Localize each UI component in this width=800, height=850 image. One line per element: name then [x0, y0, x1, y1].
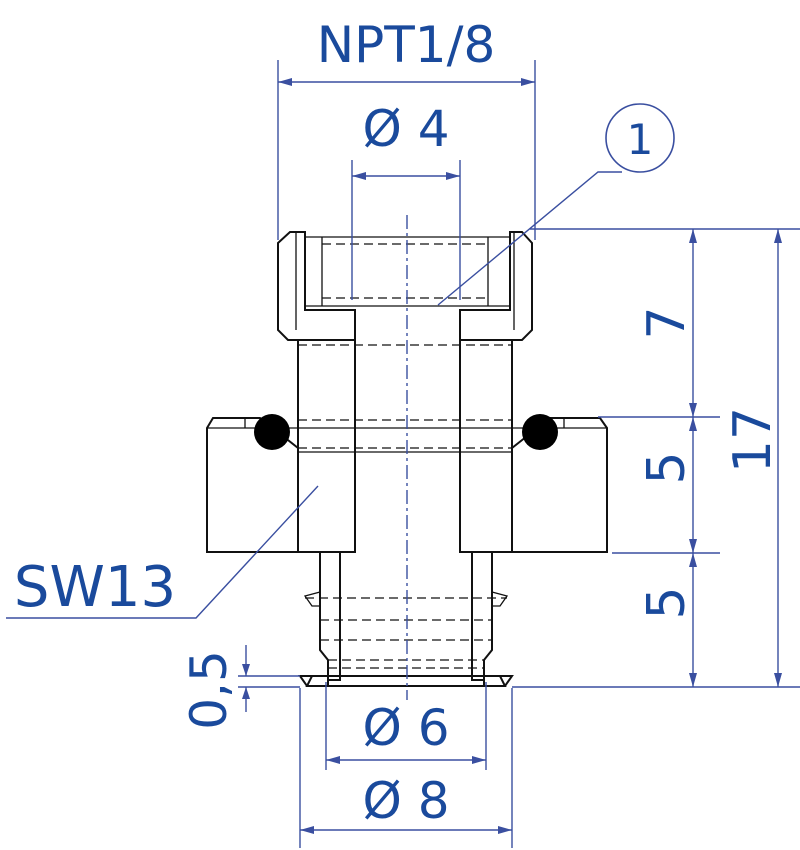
- label-npt-thread: NPT1/8: [317, 16, 496, 74]
- label-height-upper: 7: [637, 306, 697, 339]
- label-lip-thickness: 0,5: [180, 650, 238, 730]
- label-diameter-6: Ø 6: [362, 699, 449, 757]
- head-left-wall: [277, 231, 356, 341]
- label-wrench-size: SW13: [14, 555, 176, 620]
- item-callout-number: 1: [627, 115, 654, 164]
- dimensions: NPT1/8 Ø 4 1 SW13 7 5 5 17 0,5: [6, 16, 800, 848]
- stem-right-wall: [471, 551, 493, 681]
- shank-left-wall: [297, 339, 356, 553]
- head-right-wall: [459, 231, 533, 341]
- thread-cavity: [295, 232, 515, 330]
- stem-grooves: [303, 591, 509, 669]
- label-bore-diameter: Ø 4: [362, 100, 449, 158]
- o-ring-left: [254, 414, 290, 450]
- label-diameter-8: Ø 8: [362, 772, 449, 830]
- label-height-middle: 5: [637, 451, 697, 484]
- o-ring-right: [522, 414, 558, 450]
- label-height-total: 17: [723, 407, 783, 473]
- label-height-lower: 5: [637, 586, 697, 619]
- stem-left-wall: [319, 551, 341, 681]
- shank-right-wall: [459, 339, 513, 553]
- item-callout-circle: [605, 103, 675, 173]
